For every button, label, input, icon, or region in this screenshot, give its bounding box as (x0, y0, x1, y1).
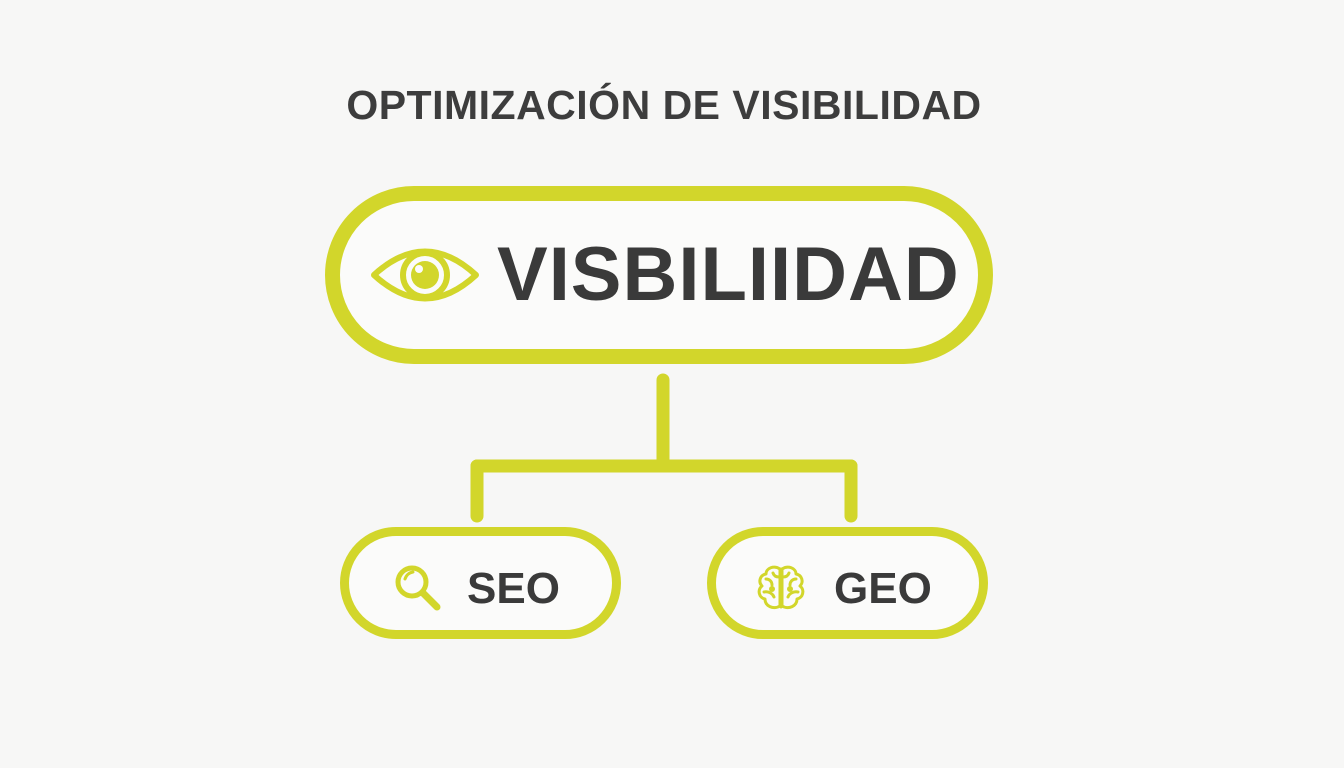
magnifier-icon (395, 565, 441, 611)
child-node-seo: SEO (340, 527, 621, 639)
diagram-title: OPTIMIZACIÓN DE VISIBILIDAD (346, 82, 982, 128)
root-node-label: VISBILIIDAD (497, 232, 960, 317)
child-node-geo: GEO (707, 527, 988, 639)
root-node: VISBILIIDAD (325, 186, 993, 364)
eye-icon (371, 248, 479, 302)
child-node-label: SEO (467, 564, 560, 613)
child-node-label: GEO (834, 564, 932, 613)
brain-icon (757, 565, 805, 610)
